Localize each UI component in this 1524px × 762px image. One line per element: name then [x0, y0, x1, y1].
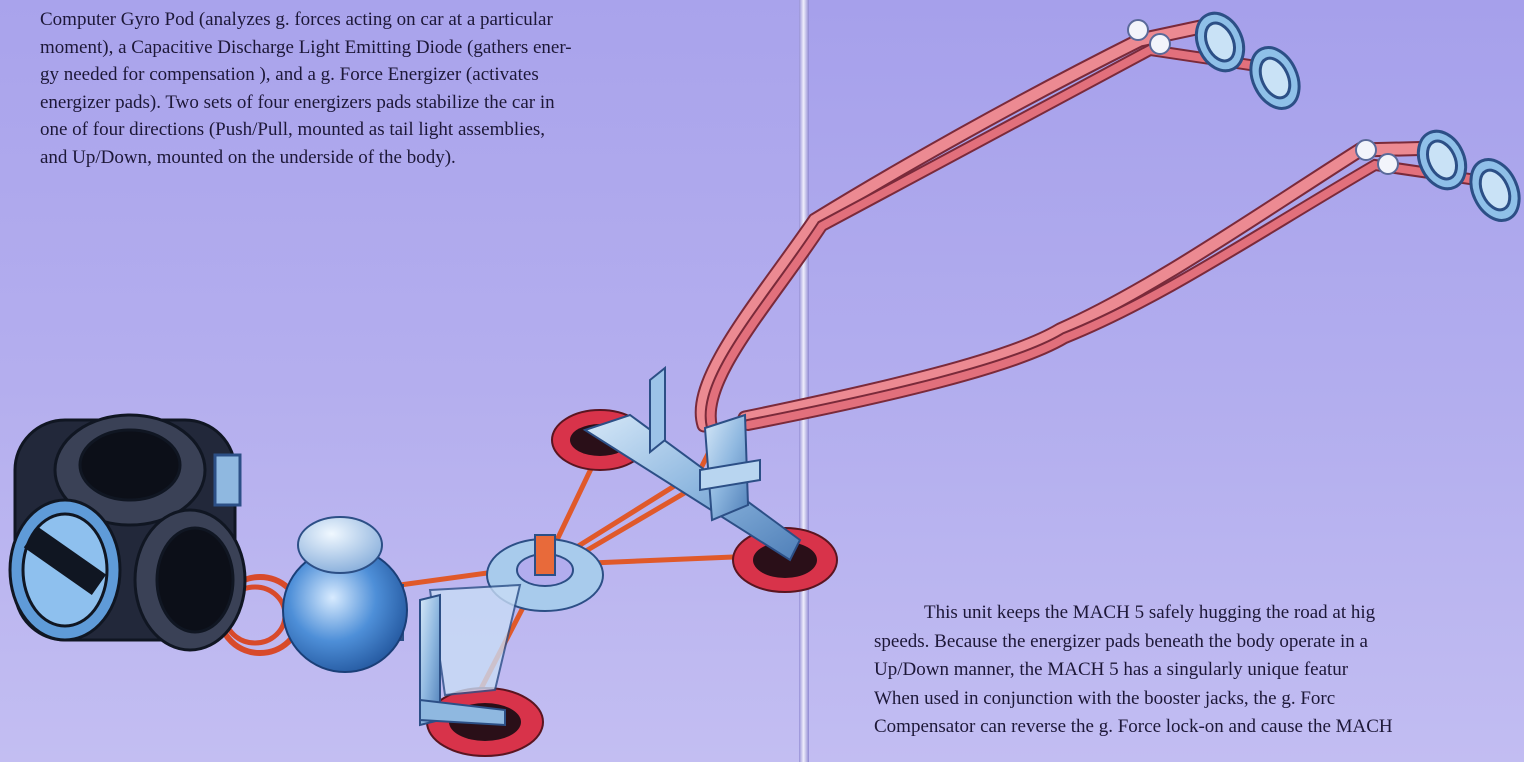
paragraph-line: and Up/Down, mounted on the underside of… [40, 146, 456, 168]
energizer-cable-upper [694, 17, 1276, 433]
energizer-cable-lower [737, 140, 1496, 431]
paragraph-line: Computer Gyro Pod (analyzes g. forces ac… [40, 9, 553, 30]
computer-gyro-pod [8, 413, 247, 652]
push-pull-energizer-pads [1194, 11, 1521, 222]
paragraph-line: When used in conjunction with the booste… [874, 687, 1336, 709]
paragraph-line: energizer pads). Two sets of four energi… [40, 91, 555, 113]
paragraph-line: Compensator can reverse the g. Force loc… [874, 716, 1393, 737]
paragraph-line: speeds. Because the energizer pads benea… [874, 630, 1368, 652]
paragraph-line: one of four directions (Push/Pull, mount… [40, 119, 546, 141]
paragraph-line: Up/Down manner, the MACH 5 has a singula… [874, 659, 1349, 680]
paragraph-line: gy needed for compensation ), and a g. F… [40, 64, 539, 86]
paragraph-line: moment), a Capacitive Discharge Light Em… [40, 36, 572, 58]
book-gutter [799, 0, 809, 762]
left-page-paragraph: Computer Gyro Pod (analyzes g. forces ac… [40, 6, 720, 172]
cable-connectors [1127, 19, 1399, 175]
pad-mount-bracket [582, 365, 802, 562]
right-page-paragraph: This unit keeps the MACH 5 safely huggin… [874, 599, 1524, 742]
g-force-energizer-sphere [217, 516, 408, 673]
paragraph-line: This unit keeps the MACH 5 safely huggin… [924, 602, 1376, 623]
